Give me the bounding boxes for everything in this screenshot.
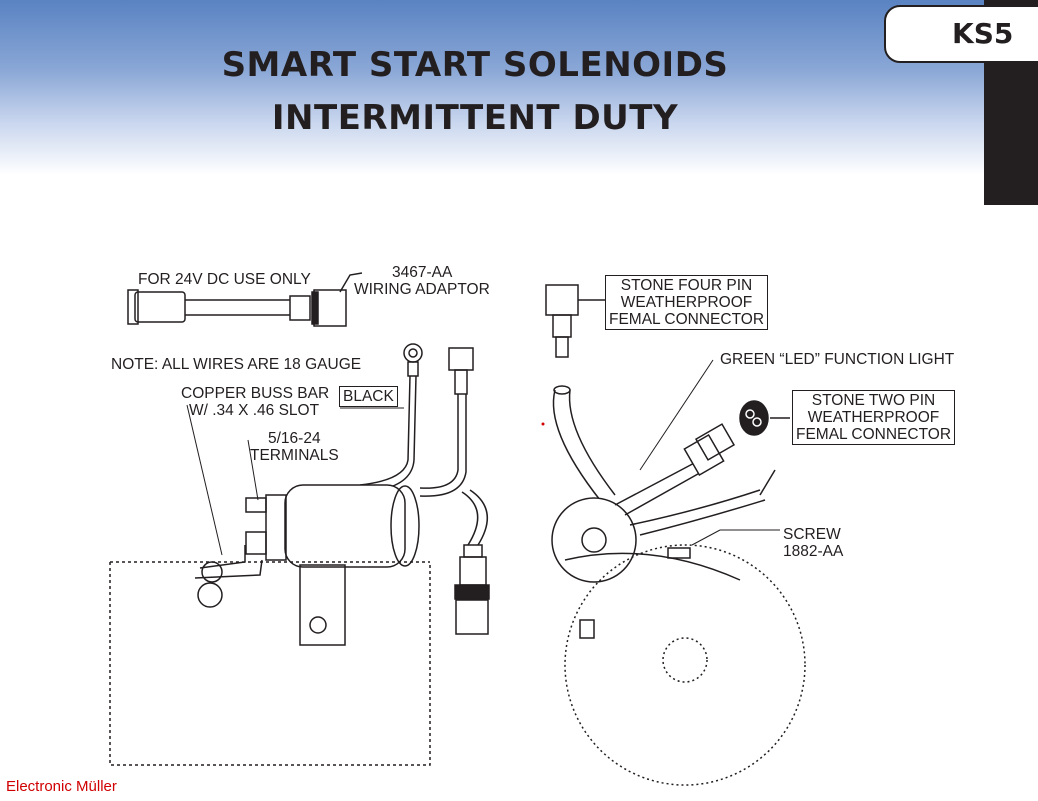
credit-text: Electronic Müller	[6, 778, 117, 795]
four-pin-line2: WEATHERPROOF	[620, 294, 753, 311]
header-banner	[0, 0, 1038, 175]
voltage-note: FOR 24V DC USE ONLY	[138, 271, 311, 288]
buss-bar-label-line2: W/ .34 X .46 SLOT	[189, 402, 320, 419]
terminals-label-line2: TERMINALS	[250, 447, 339, 464]
solenoid-left-drawing	[109, 404, 431, 766]
four-pin-connector-label: STONE FOUR PIN WEATHERPROOF FEMAL CONNEC…	[605, 275, 769, 330]
four-pin-line3: FEMAL CONNECTOR	[609, 311, 765, 328]
gauge-note: NOTE: ALL WIRES ARE 18 GAUGE	[111, 356, 362, 373]
page-title-line2: INTERMITTENT DUTY	[271, 98, 679, 138]
two-pin-line3: FEMAL CONNECTOR	[796, 426, 952, 443]
two-pin-connector-label: STONE TWO PIN WEATHERPROOF FEMAL CONNECT…	[792, 390, 956, 445]
four-pin-line1: STONE FOUR PIN	[620, 277, 753, 294]
two-pin-line1: STONE TWO PIN	[811, 392, 936, 409]
starter-motor-drawing	[545, 284, 806, 786]
section-badge: KS5	[884, 5, 1038, 63]
black-wire-label: BLACK	[339, 386, 398, 407]
adaptor-name: WIRING ADAPTOR	[354, 281, 490, 298]
red-dot	[541, 422, 545, 426]
buss-bar-label-line1: COPPER BUSS BAR	[181, 385, 330, 402]
terminals-label-line1: 5/16-24	[268, 430, 321, 447]
two-pin-line2: WEATHERPROOF	[807, 409, 940, 426]
section-badge-label: KS5	[952, 17, 1014, 50]
page-title-line1: SMART START SOLENOIDS	[221, 45, 729, 85]
led-light-label: GREEN “LED” FUNCTION LIGHT	[720, 351, 955, 368]
adaptor-part-number: 3467-AA	[392, 264, 453, 281]
wiring-adaptor-drawing	[127, 272, 363, 327]
screw-label-line2: 1882-AA	[783, 543, 844, 560]
screw-label-line1: SCREW	[783, 526, 841, 543]
